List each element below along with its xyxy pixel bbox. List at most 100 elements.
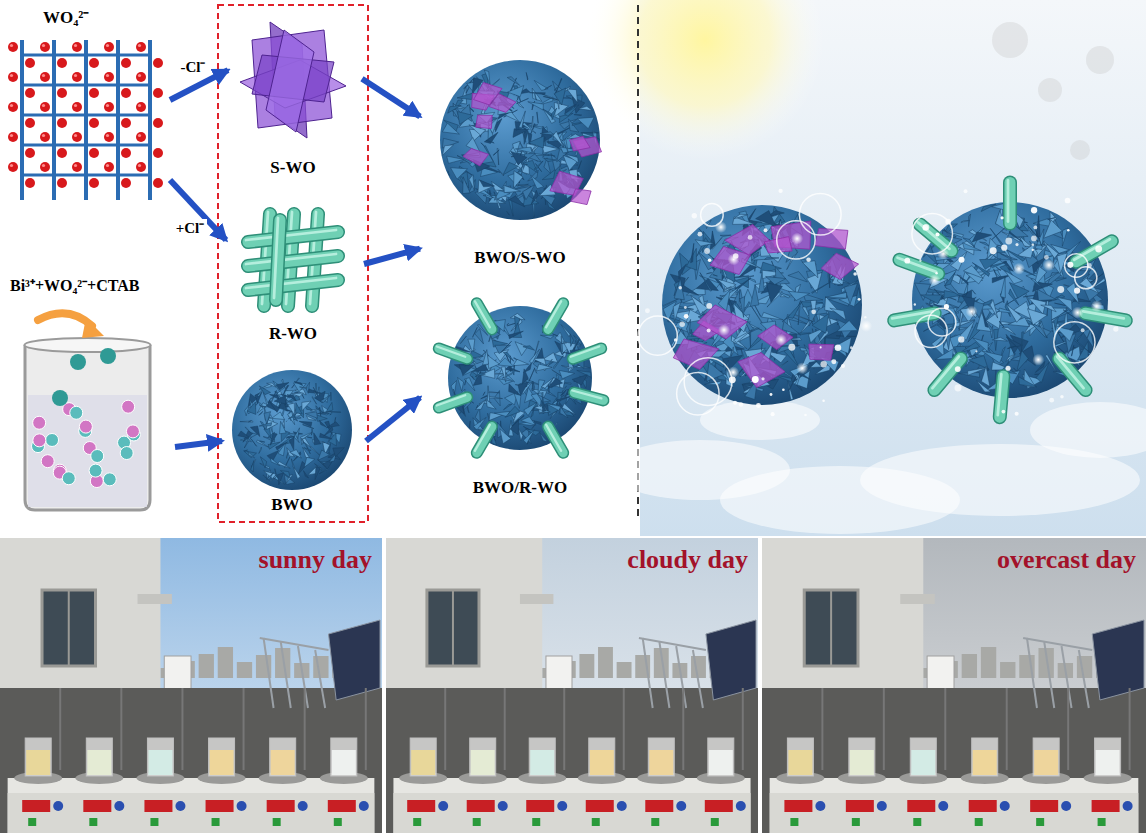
nanosheet-flake	[329, 433, 337, 446]
ion-label: -Cl⁻	[178, 58, 209, 76]
rod-body	[477, 427, 492, 453]
distant-building	[1077, 656, 1092, 678]
red-display	[784, 800, 812, 812]
oxygen-atom	[89, 88, 99, 98]
sparkle	[1006, 366, 1011, 371]
nanosheet-flake	[1017, 351, 1028, 372]
nanosheet-flake	[567, 89, 578, 103]
nanosheet-flake	[705, 381, 722, 385]
nanosheet-flake	[287, 395, 296, 401]
nanosheet-flake	[557, 396, 572, 402]
bond-line	[22, 114, 150, 117]
switch-button	[790, 818, 798, 826]
glow-spot	[937, 248, 949, 260]
oxygen-atom	[40, 162, 50, 172]
glow-spot	[728, 253, 740, 265]
nanosheet-flake	[546, 404, 562, 411]
glow-spot	[715, 221, 727, 233]
red-display	[586, 800, 614, 812]
nanosheet-flake	[537, 364, 553, 371]
sphere-body	[662, 205, 862, 405]
r-wo-rods	[246, 212, 338, 306]
nanosheet-flake	[289, 437, 294, 450]
purple-sheet	[809, 344, 834, 360]
nanosheet-flake	[530, 93, 546, 95]
nanosheet-flake	[333, 448, 345, 457]
nanosheet-flake	[966, 292, 968, 296]
nanosheet-flake	[507, 211, 510, 215]
atom-highlight	[42, 104, 45, 107]
nanosheet-flake	[1017, 243, 1035, 258]
photo-sky	[0, 538, 382, 833]
beaker-glass	[972, 738, 998, 776]
atom-highlight	[74, 44, 77, 47]
nanosheet-flake	[529, 349, 539, 363]
nanosheet-flake	[278, 462, 291, 469]
sparkle	[761, 377, 764, 380]
nanosheet-flake	[317, 411, 330, 414]
clamp-stand	[682, 688, 684, 770]
nanosheet-flake	[523, 346, 535, 351]
clamp-stand	[742, 688, 744, 770]
nanosheet-flake	[453, 389, 455, 396]
nanosheet-flake	[540, 132, 554, 135]
nanosheet-flake	[498, 169, 504, 176]
bond-line	[22, 144, 150, 147]
nanosheet-flake	[469, 175, 474, 191]
reaction-liquid	[210, 750, 234, 775]
red-display	[645, 800, 673, 812]
nanosheet-flake	[512, 415, 524, 426]
nanosheet-flake	[982, 351, 1003, 363]
beaker-glass	[147, 738, 173, 776]
control-knob	[617, 801, 627, 811]
sparkle	[841, 364, 845, 368]
nanosheet-flake	[307, 437, 312, 439]
nanosheet-flake	[973, 338, 989, 352]
sparkle	[748, 235, 753, 240]
panel-frame	[260, 638, 329, 650]
oxygen-atom	[72, 132, 82, 142]
distant-building	[691, 656, 706, 678]
nanosheet-flake	[531, 393, 542, 407]
purple-sheet	[571, 189, 591, 205]
nanosheet-flake	[458, 378, 464, 392]
ion-ball	[33, 434, 46, 447]
nanosheet-flake	[691, 243, 694, 262]
nanosheet-flake	[564, 105, 579, 116]
purple-sheet	[725, 225, 770, 256]
panel-frame	[1044, 642, 1054, 708]
oxygen-atom	[136, 72, 146, 82]
nanosheet-flake	[755, 305, 761, 316]
roof-floor	[762, 688, 1146, 833]
purple-sheet	[673, 339, 718, 370]
faint-spot	[1038, 78, 1062, 102]
purple-sheet	[697, 305, 747, 339]
pour-arrow-head	[82, 318, 104, 338]
oxygen-atom	[153, 88, 163, 98]
oxygen-atom	[136, 132, 146, 142]
nanosheet-flake	[972, 290, 975, 294]
nanosheet-flake	[581, 132, 599, 133]
nanosheet-flake	[515, 342, 528, 356]
reaction-liquid	[1096, 750, 1120, 775]
bond-line	[22, 174, 150, 177]
roof-floor	[386, 688, 758, 833]
nanosheet-flake	[523, 160, 538, 172]
nanosheet-flake	[244, 451, 257, 458]
ion-ball	[122, 400, 135, 413]
reaction-liquid	[1034, 750, 1058, 775]
reaction-liquid	[471, 750, 495, 775]
nanosheet-flake	[1006, 354, 1016, 362]
oxygen-atom	[104, 132, 114, 142]
nanosheet-flake	[572, 375, 587, 385]
ion-ball	[120, 447, 133, 460]
nanosheet-flake	[448, 105, 462, 113]
oxygen-atom	[25, 148, 35, 158]
nanosheet-flake	[501, 341, 512, 352]
nanosheet-flake	[533, 204, 535, 218]
ion-ball	[62, 472, 75, 485]
bwo-r-wo-active-sphere	[892, 180, 1126, 417]
nanosheet-flake	[475, 329, 484, 344]
oxygen-atom	[72, 72, 82, 82]
